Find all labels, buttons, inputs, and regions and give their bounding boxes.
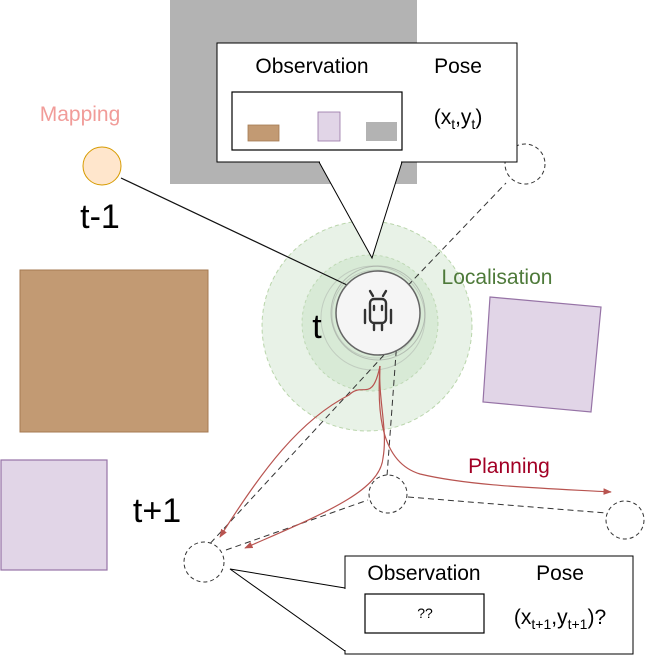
bottom-pose-value: (xt+1,yt+1)? [514, 606, 606, 632]
pose-x: x [441, 106, 452, 129]
waypoint-node-right [605, 500, 645, 540]
robot-icon [363, 289, 393, 332]
time-label-previous: t-1 [80, 198, 120, 236]
top-pose-header: Pose [434, 55, 482, 78]
waypoint-node-middle [368, 474, 408, 514]
purple-obstacle-right [482, 296, 602, 413]
pose-y: y [461, 106, 472, 129]
observed-purple-swatch [317, 111, 341, 142]
mapping-link-line [120, 177, 348, 286]
time-label-next: t+1 [133, 492, 181, 530]
brown-obstacle [19, 269, 209, 433]
mapping-label: Mapping [40, 103, 121, 126]
observed-brown-swatch [247, 124, 280, 142]
bottom-observation-value: ?? [417, 605, 433, 621]
localisation-label: Localisation [442, 266, 553, 289]
next-pose-question: ? [594, 606, 606, 629]
next-pose-separator: , [551, 606, 557, 629]
top-observation-header: Observation [255, 55, 368, 78]
planning-arrows [219, 365, 612, 549]
previous-pose-node [82, 146, 122, 186]
top-pose-value: (xt,yt) [434, 106, 483, 132]
planning-label: Planning [468, 455, 550, 478]
pose-x-subscript: t [451, 116, 455, 132]
observed-gray-swatch [366, 122, 397, 141]
next-pose-x: x [521, 606, 532, 629]
waypoint-node-next [183, 541, 225, 583]
pose-y-subscript: t [471, 116, 475, 132]
bottom-observation-box [364, 593, 485, 634]
next-pose-y-subscript: t+1 [568, 616, 588, 632]
pose-separator: , [455, 106, 461, 129]
bottom-pose-header: Pose [536, 562, 584, 585]
next-pose-x-subscript: t+1 [531, 616, 551, 632]
purple-obstacle-left [0, 459, 108, 571]
time-label-current: t [312, 308, 322, 346]
bottom-observation-header: Observation [367, 562, 480, 585]
robot-node [330, 265, 426, 361]
top-callout: Observation Pose (xt,yt) [216, 42, 518, 260]
bottom-callout: Observation Pose ?? (xt+1,yt+1)? [229, 555, 634, 655]
next-pose-y: y [557, 606, 568, 629]
